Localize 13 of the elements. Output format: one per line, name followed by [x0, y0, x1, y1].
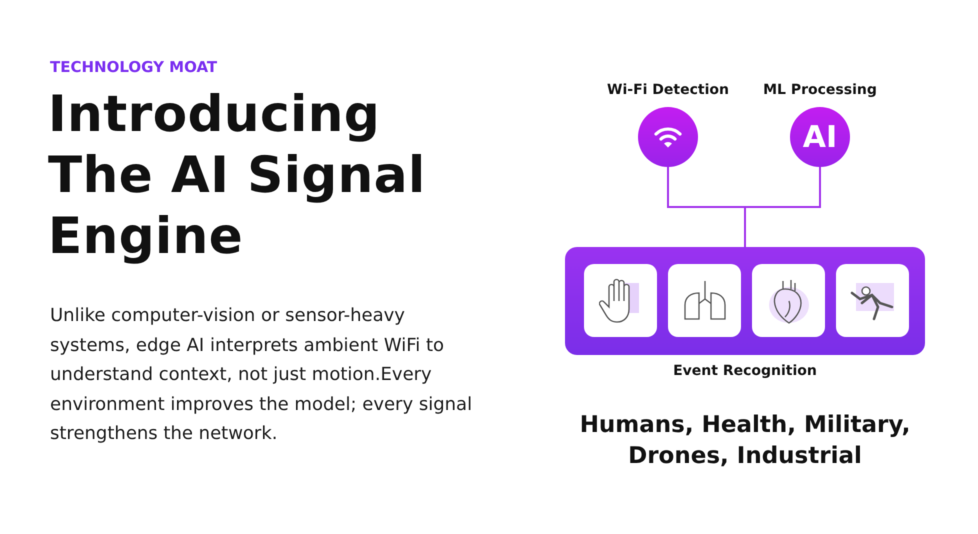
circle-text: AI [802, 120, 838, 154]
node-heading: Event Recognition [672, 363, 818, 379]
icon-tile [836, 264, 909, 337]
category-list: Humans, Health, Military, Drones, Industrial [560, 410, 930, 472]
description-paragraph: Unlike computer-vision or sensor-heavy systems, edge AI interprets ambient WiFi to understand context, not just motion.Every environment improves the model; every signal strengthens the network. [50, 304, 474, 446]
node-heading: ML Processing [762, 82, 878, 98]
connector-line [744, 167, 821, 247]
icon-tile [668, 264, 741, 337]
eyebrow-text: TECHNOLOGY MOAT [50, 58, 218, 76]
icon-tile [752, 264, 825, 337]
icon-tile [584, 264, 657, 337]
node-heading: Wi-Fi Detection [606, 82, 730, 98]
title: Introducing The AI Signal Engine [48, 84, 427, 267]
